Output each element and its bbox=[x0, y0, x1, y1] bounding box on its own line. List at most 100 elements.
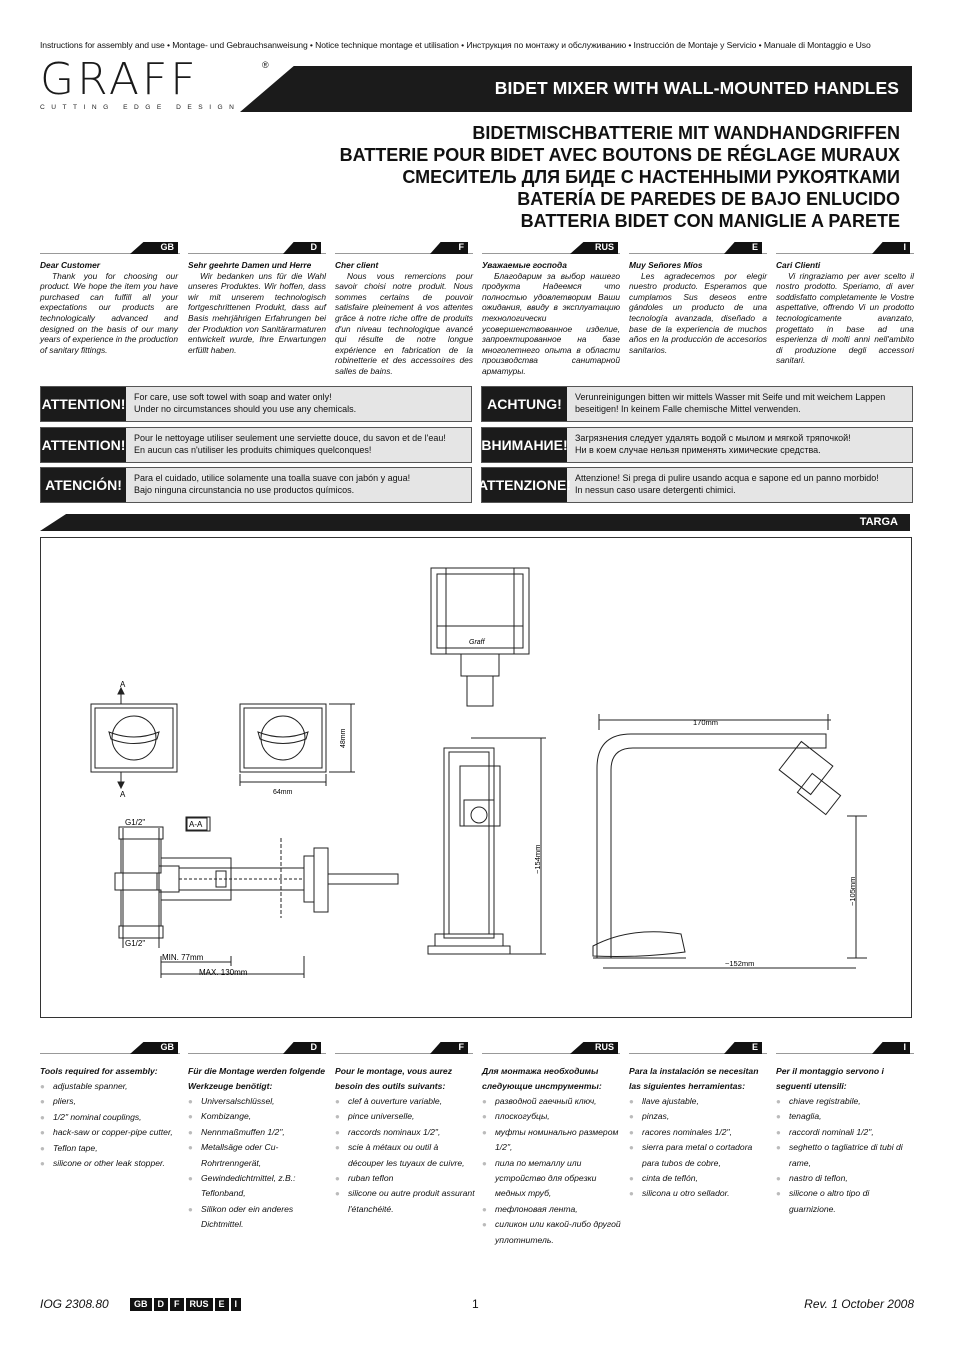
footer-language-badges: GB D F RUS E I bbox=[130, 1298, 242, 1311]
list-item: муфты номинально размером 1/2", bbox=[482, 1125, 622, 1156]
section-aa-label: A-A bbox=[189, 820, 203, 829]
tools-d: Für die Montage werden folgende Werkzeug… bbox=[188, 1064, 328, 1233]
intro-e: Muy Señores Míos Les agradecemos por ele… bbox=[629, 260, 767, 355]
subtitle-de: BIDETMISCHBATTERIE MIT WANDHANDGRIFFEN bbox=[472, 123, 900, 143]
tools-heading: Tools required for assembly: bbox=[40, 1066, 158, 1076]
list-item: racores nominales 1/2", bbox=[629, 1125, 769, 1141]
list-item: silicone or other leak stopper. bbox=[40, 1156, 180, 1172]
list-item: пила по металлу или устройство для обрез… bbox=[482, 1156, 622, 1202]
dim-height-154: ~154mm bbox=[533, 845, 542, 874]
list-item: pliers, bbox=[40, 1094, 180, 1110]
dim-width-64: 64mm bbox=[273, 789, 293, 796]
list-item: cinta de teflón, bbox=[629, 1171, 769, 1187]
badge-f: F bbox=[170, 1298, 184, 1311]
greeting: Sehr geehrte Damen und Herre bbox=[188, 260, 312, 270]
warning-label: ATTENTION! bbox=[41, 428, 126, 462]
intro-text: Благодарим за выбор нашего продукта Наде… bbox=[482, 270, 620, 376]
lang-tab-rus: RUS bbox=[570, 1042, 618, 1054]
list-item: Gewindedichtmittel, z.B.: Teflonband, bbox=[188, 1171, 328, 1202]
intro-text: Les agradecemos por elegir nuestro produ… bbox=[629, 270, 767, 355]
page-number: 1 bbox=[472, 1297, 479, 1311]
greeting: Cher client bbox=[335, 260, 379, 270]
registered-mark-icon: ® bbox=[262, 60, 269, 70]
list-item: scie à métaux ou outil à découper les tu… bbox=[335, 1140, 475, 1171]
warning-gb: ATTENTION! For care, use soft towel with… bbox=[40, 386, 472, 422]
intro-text: Vi ringraziamo per aver scelto il nostro… bbox=[776, 270, 914, 366]
lang-tab-gb: GB bbox=[130, 242, 178, 254]
tools-heading: Pour le montage, vous aurez besoin des o… bbox=[335, 1066, 452, 1091]
section-mark-bottom: A bbox=[120, 790, 126, 799]
lang-tab-gb: GB bbox=[130, 1042, 178, 1054]
list-item: Kombizange, bbox=[188, 1109, 328, 1125]
list-item: Teflon tape, bbox=[40, 1141, 180, 1157]
warning-f: ATTENTION! Pour le nettoyage utiliser se… bbox=[40, 427, 472, 463]
warning-text: Attenzione! Si prega di pulire usando ac… bbox=[575, 473, 879, 495]
badge-e: E bbox=[214, 1298, 229, 1311]
subtitle-es: BATERÍA DE PAREDES DE BAJO ENLUCIDO bbox=[517, 189, 900, 209]
tools-rus: Для монтажа необходимы следующие инструм… bbox=[482, 1064, 622, 1248]
tools-gb: Tools required for assembly: adjustable … bbox=[40, 1064, 180, 1172]
thread-bottom: G1/2" bbox=[125, 939, 145, 948]
lang-tab-e: E bbox=[724, 1042, 762, 1054]
list-item: silicone ou autre produit assurant l'éta… bbox=[335, 1186, 475, 1217]
list-item: hack-saw or copper-pipe cutter, bbox=[40, 1125, 180, 1141]
badge-gb: GB bbox=[130, 1298, 152, 1311]
warning-d: ACHTUNG! Verunreinigungen bitten wir mit… bbox=[481, 386, 913, 422]
section-bar bbox=[40, 514, 910, 531]
list-item: raccords nominaux 1/2", bbox=[335, 1125, 475, 1141]
section-view bbox=[114, 816, 399, 978]
tools-heading: Для монтажа необходимы следующие инструм… bbox=[482, 1066, 602, 1091]
list-item: chiave registrabile, bbox=[776, 1094, 916, 1110]
badge-i: I bbox=[230, 1298, 242, 1311]
badge-rus: RUS bbox=[185, 1298, 213, 1311]
list-item: плоскогубцы, bbox=[482, 1109, 622, 1125]
warning-text: Загрязнения следует удалять водой с мыло… bbox=[575, 433, 851, 455]
brand-mark: Graff bbox=[469, 639, 486, 646]
greeting: Dear Customer bbox=[40, 260, 101, 270]
warning-text: Pour le nettoyage utiliser seulement une… bbox=[134, 433, 446, 455]
list-item: nastro di teflon, bbox=[776, 1171, 916, 1187]
intro-rus: Уважаемые господа Благодарим за выбор на… bbox=[482, 260, 620, 377]
document-code: IOG 2308.80 bbox=[40, 1297, 109, 1311]
warning-text: For care, use soft towel with soap and w… bbox=[134, 392, 357, 414]
list-item: silicona u otro sellador. bbox=[629, 1186, 769, 1202]
greeting: Уважаемые господа bbox=[482, 260, 567, 270]
tools-heading: Per il montaggio servono i seguenti uten… bbox=[776, 1066, 884, 1091]
section-title: TARGA bbox=[859, 516, 898, 528]
warning-label: ACHTUNG! bbox=[482, 387, 567, 421]
list-item: Metallsäge oder Cu-Rohrtrenngerät, bbox=[188, 1140, 328, 1171]
list-item: pince universelle, bbox=[335, 1109, 475, 1125]
side-view bbox=[592, 714, 867, 969]
list-item: adjustable spanner, bbox=[40, 1079, 180, 1095]
lang-tab-d: D bbox=[283, 1042, 321, 1054]
translated-titles: BIDETMISCHBATTERIE MIT WANDHANDGRIFFEN B… bbox=[340, 122, 900, 232]
warning-rus: ВНИМАНИЕ! Загрязнения следует удалять во… bbox=[481, 427, 913, 463]
list-item: тефлоновая лента, bbox=[482, 1202, 622, 1218]
list-item: Nennmaßmuffen 1/2", bbox=[188, 1125, 328, 1141]
revision: Rev. 1 October 2008 bbox=[804, 1297, 914, 1311]
intro-i: Cari Clienti Vi ringraziamo per aver sce… bbox=[776, 260, 914, 366]
list-item: силикон или какой-либо другой уплотнител… bbox=[482, 1217, 622, 1248]
list-item: pinzas, bbox=[629, 1109, 769, 1125]
logo-wordmark: GRAFF bbox=[40, 54, 199, 105]
dim-min: MIN. 77mm bbox=[162, 953, 204, 962]
tools-heading: Für die Montage werden folgende Werkzeug… bbox=[188, 1066, 326, 1091]
lang-tab-rus: RUS bbox=[570, 242, 618, 254]
product-title: BIDET MIXER WITH WALL-MOUNTED HANDLES bbox=[494, 78, 899, 98]
intro-gb: Dear Customer Thank you for choosing our… bbox=[40, 260, 178, 355]
dim-length-152: ~152mm bbox=[725, 959, 754, 968]
list-item: Universalschlüssel, bbox=[188, 1094, 328, 1110]
graff-logo: GRAFF ® CUTTING EDGE DESIGN bbox=[40, 54, 269, 112]
list-item: 1/2" nominal couplings, bbox=[40, 1110, 180, 1126]
warning-label: ATTENTION! bbox=[41, 387, 126, 421]
intro-text: Wir bedanken uns für die Wahl unseres Pr… bbox=[188, 270, 326, 355]
top-view bbox=[430, 567, 530, 707]
list-item: разводной гаечный ключ, bbox=[482, 1094, 622, 1110]
section-mark-top: A bbox=[120, 680, 126, 689]
dim-length-170: 170mm bbox=[693, 718, 718, 727]
tools-f: Pour le montage, vous aurez besoin des o… bbox=[335, 1064, 475, 1217]
warning-label: ВНИМАНИЕ! bbox=[481, 428, 568, 462]
lang-tab-i: I bbox=[872, 242, 910, 254]
subtitle-ru: СМЕСИТЕЛЬ ДЛЯ БИДЕ С НАСТЕННЫМИ РУКОЯТКА… bbox=[402, 167, 900, 187]
subtitle-it: BATTERIA BIDET CON MANIGLIE A PARETE bbox=[520, 211, 900, 231]
